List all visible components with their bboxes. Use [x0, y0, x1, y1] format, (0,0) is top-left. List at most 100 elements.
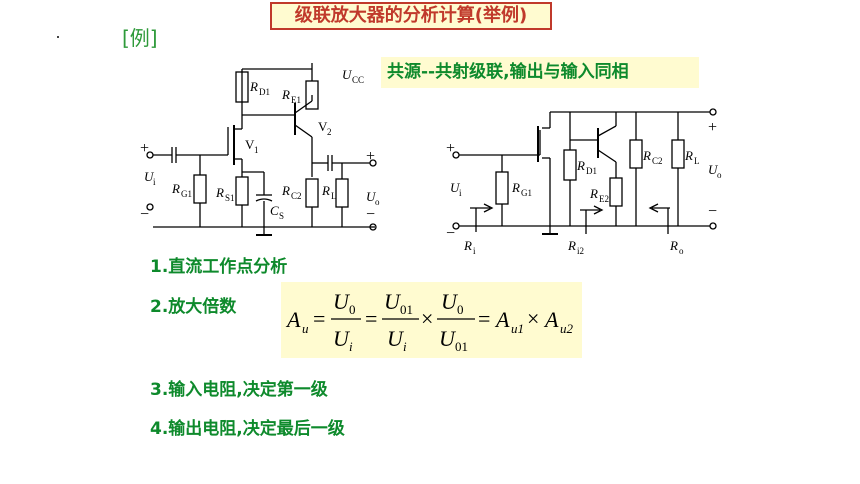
frac1-num-sub: 0 [349, 302, 356, 317]
output-terminal-bottom [369, 223, 377, 231]
circuit-diagram-2: U i R G1 R D1 R E2 R C2 R L U o R i R i2… [446, 108, 722, 256]
ac-label-plus-in: + [446, 140, 455, 157]
eq-sign-3: = [478, 306, 490, 331]
frac3-num-sub: 0 [457, 302, 464, 317]
ac-label-uo: U [708, 162, 719, 177]
ac-resistor-re2 [609, 177, 623, 207]
label-rl: R [321, 183, 330, 198]
ac-label-rg1-sub: G1 [521, 188, 532, 198]
label-rg1: R [171, 181, 180, 196]
list-item-input-resistance: 3.输入电阻,决定第一级 [150, 380, 328, 400]
label-rc2: R [281, 183, 290, 198]
list-item-dc-analysis: 1.直流工作点分析 [150, 257, 288, 277]
frac2-den-sub: i [403, 339, 407, 354]
ac-resistor-rc2 [629, 139, 643, 169]
ac-label-re2: R [589, 186, 598, 201]
ac-label-rg1: R [511, 180, 520, 195]
gain-formula-svg: A u = U 0 U i = U 01 U i × U 0 U 01 = A … [285, 289, 574, 354]
frac1-den: U [333, 326, 351, 351]
example-tag: [例] [122, 26, 158, 50]
ac-label-ri2-sub: i2 [577, 246, 584, 256]
label-v1-sub: 1 [254, 145, 259, 155]
label-ui-sub: i [153, 177, 156, 187]
label-uo-sub: o [375, 197, 380, 207]
label-cs-sub: S [279, 211, 284, 221]
formula-r1-sub: u1 [511, 321, 524, 336]
resistor-rl [335, 178, 349, 208]
ac-label-plus-out: + [708, 119, 717, 136]
ac-resistor-rl [671, 139, 685, 169]
label-re1: R [281, 87, 290, 102]
resistor-rg1 [193, 174, 207, 204]
note-box: 共源--共射级联,输出与输入同相 [381, 57, 699, 88]
ac-label-rd1-sub: D1 [586, 166, 597, 176]
ac-label-ro-sub: o [679, 246, 684, 256]
times-sign-2: × [527, 306, 539, 331]
label-rg1-sub: G1 [181, 189, 192, 199]
frac2-num: U [384, 289, 402, 314]
label-plus-out: + [366, 148, 375, 165]
frac3-den: U [439, 326, 457, 351]
label-rd1: R [249, 79, 258, 94]
ac-label-ro: R [669, 238, 678, 253]
formula-r1: A [494, 307, 510, 332]
eq-sign-2: = [365, 306, 377, 331]
formula-r2: A [543, 307, 559, 332]
ac-resistor-rg1 [495, 171, 509, 205]
label-rd1-sub: D1 [259, 87, 270, 97]
frac1-den-sub: i [349, 339, 353, 354]
formula-r2-sub: u2 [560, 321, 574, 336]
ac-label-ui: U [450, 180, 461, 195]
ac-label-rl: R [684, 148, 693, 163]
input-terminal-bottom [146, 203, 154, 211]
formula-lhs-sub: u [302, 321, 309, 336]
ac-output-terminal-bottom [709, 222, 717, 230]
label-re1-sub: E1 [291, 95, 301, 105]
label-ucc: U [342, 67, 353, 82]
resistor-rs1 [235, 176, 249, 206]
label-cs: C [270, 203, 279, 218]
label-uo: U [366, 189, 377, 204]
gain-formula: A u = U 0 U i = U 01 U i × U 0 U 01 = A … [281, 282, 582, 358]
label-v2-sub: 2 [327, 127, 332, 137]
label-rs1-sub: S1 [225, 193, 235, 203]
label-minus-in: − [140, 206, 149, 223]
label-plus-in: + [140, 140, 149, 157]
resistor-rc2 [305, 178, 319, 208]
label-ucc-sub: CC [352, 75, 364, 85]
ac-label-rc2: R [642, 148, 651, 163]
ac-label-ri-sub: i [473, 246, 476, 256]
ac-label-re2-sub: E2 [599, 194, 609, 204]
ac-label-ui-sub: i [459, 188, 462, 198]
ac-resistor-rd1 [563, 149, 577, 181]
label-v2: V [318, 119, 328, 134]
times-sign-1: × [421, 306, 433, 331]
slide-title: 级联放大器的分析计算(举例) [270, 2, 552, 30]
frac3-den-sub: 01 [455, 339, 468, 354]
ac-label-ri: R [463, 238, 472, 253]
label-ui: U [144, 169, 155, 184]
output-terminal-top [369, 159, 377, 167]
list-item-gain: 2.放大倍数 [150, 297, 237, 317]
label-v1: V [245, 137, 255, 152]
ac-output-terminal-top [709, 108, 717, 116]
label-minus-out: − [366, 206, 375, 223]
label-rl-sub: L [331, 191, 337, 201]
frac2-den: U [387, 326, 405, 351]
ac-label-ri2: R [567, 238, 576, 253]
circuit-diagram-1: R D1 R E1 U CC V 1 V 2 U i R G1 R S1 C S… [140, 63, 380, 236]
frac1-num: U [333, 289, 351, 314]
label-rs1: R [215, 185, 224, 200]
eq-sign-1: = [313, 306, 325, 331]
list-item-output-resistance: 4.输出电阻,决定最后一级 [150, 419, 345, 439]
ac-label-rc2-sub: C2 [652, 156, 663, 166]
ac-label-rl-sub: L [694, 156, 700, 166]
label-rc2-sub: C2 [291, 191, 302, 201]
stray-dot [57, 36, 59, 38]
formula-lhs: A [285, 307, 301, 332]
ac-label-uo-sub: o [717, 170, 722, 180]
ac-label-minus-in: − [446, 225, 455, 242]
frac3-num: U [441, 289, 459, 314]
frac2-num-sub: 01 [400, 302, 413, 317]
ac-label-rd1: R [576, 158, 585, 173]
